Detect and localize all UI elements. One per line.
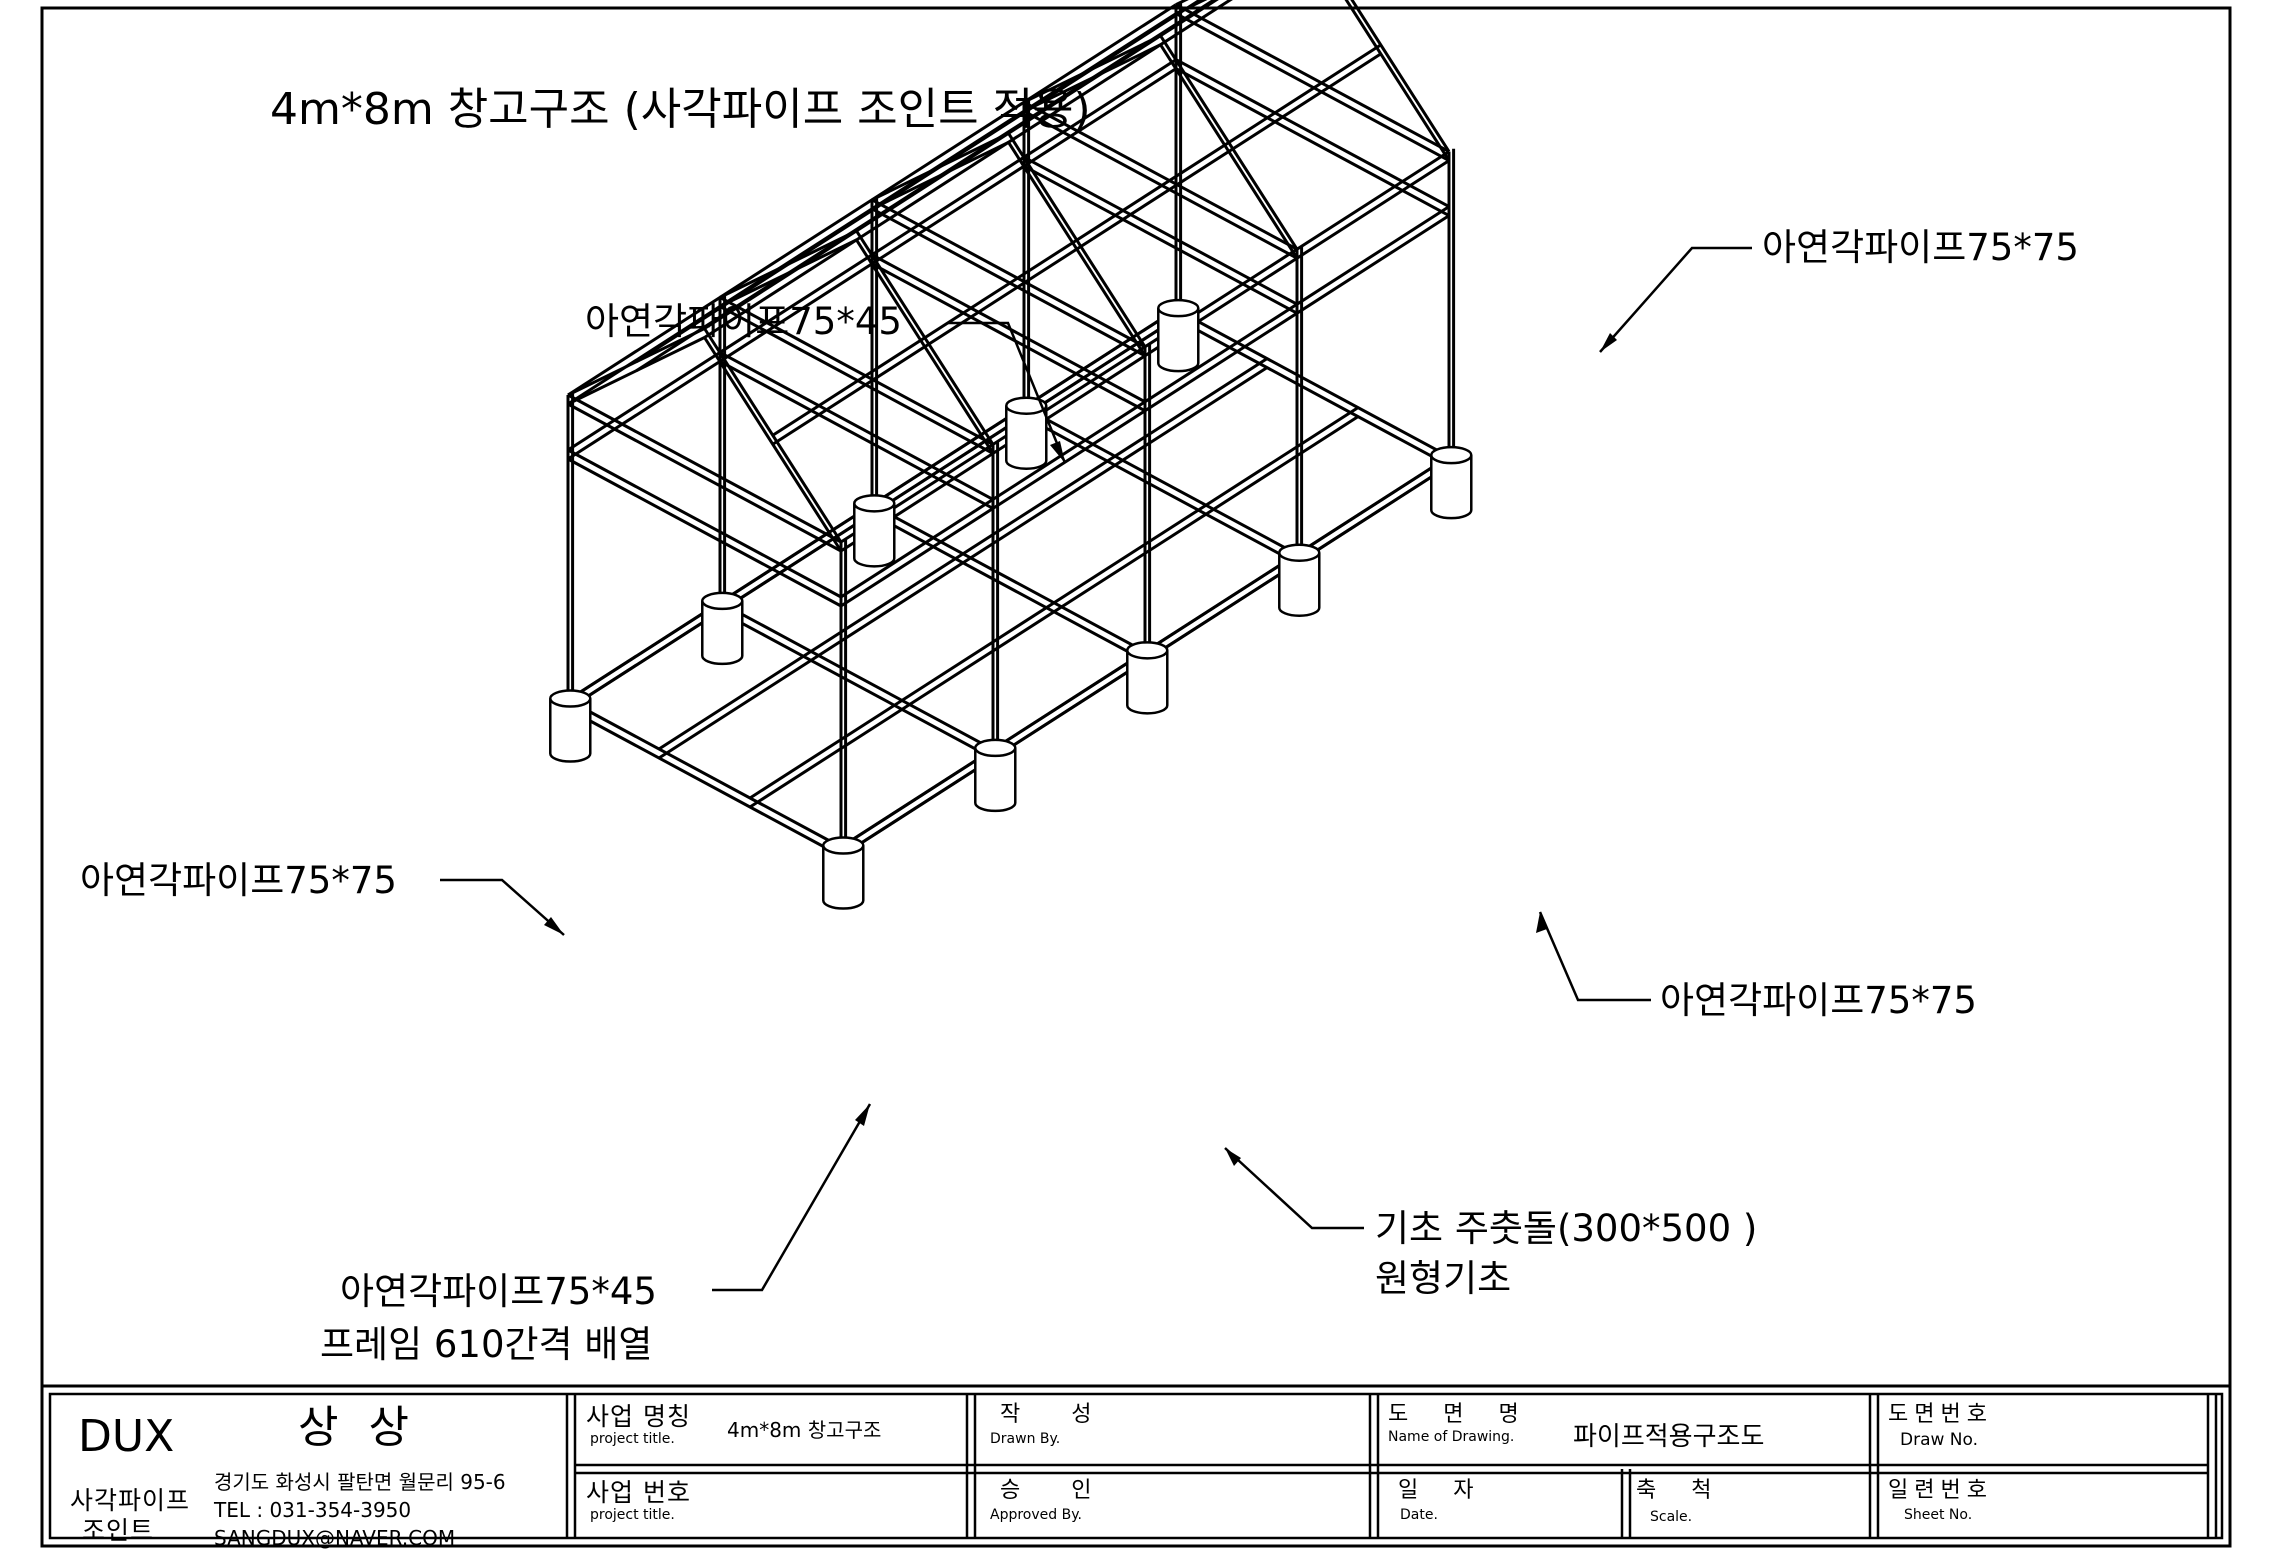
base-cross-beam bbox=[719, 610, 994, 760]
draw-no-sub: Draw No. bbox=[1900, 1430, 1979, 1450]
girt bbox=[1175, 67, 1450, 217]
drawing-name-sub: Name of Drawing. bbox=[1388, 1429, 1515, 1445]
title-block-grid bbox=[565, 1394, 2218, 1538]
callout-right: 아연각파이프75*75 bbox=[1660, 979, 1977, 1022]
footing-stone bbox=[1126, 641, 1169, 715]
scale-label: 축 척 bbox=[1636, 1478, 1726, 1503]
outer-border bbox=[40, 6, 2232, 1548]
rafter bbox=[703, 336, 843, 552]
eave-beam bbox=[567, 58, 1177, 452]
date-label: 일 자 bbox=[1398, 1478, 1488, 1503]
approved-label: 승 인 bbox=[1000, 1478, 1114, 1503]
drawing-name-value: 파이프적용구조도 bbox=[1573, 1422, 1765, 1452]
top-cross-beam bbox=[1175, 3, 1450, 153]
purlin bbox=[771, 52, 1382, 446]
company-name: 상 상 bbox=[298, 1402, 417, 1453]
eave-beam bbox=[840, 214, 1450, 608]
footing-stone bbox=[974, 738, 1017, 813]
footing-stone bbox=[549, 689, 592, 763]
approved-sub: Approved By. bbox=[990, 1507, 1082, 1523]
base-cross-beam bbox=[567, 707, 842, 858]
company-address: 경기도 화성시 팔탄면 월문리 95-6 bbox=[214, 1470, 506, 1494]
draw-no-label: 도면번호 bbox=[1888, 1402, 1993, 1427]
drawn-sub: Drawn By. bbox=[990, 1431, 1061, 1447]
company-product-1: 사각파이프 bbox=[70, 1486, 191, 1515]
girt bbox=[567, 448, 842, 599]
base-cross-beam bbox=[567, 698, 842, 849]
project-no-sub: project title. bbox=[590, 1507, 675, 1523]
purlin bbox=[771, 43, 1382, 437]
footing-stone bbox=[1278, 543, 1321, 617]
callout-bottom-left-2: 프레임 610간격 배열 bbox=[320, 1323, 653, 1366]
eave-beam bbox=[567, 67, 1177, 461]
callout-top-right: 아연각파이프75*75 bbox=[1762, 226, 2079, 269]
warehouse-structure bbox=[566, 0, 1456, 858]
project-no-label: 사업 번호 bbox=[586, 1478, 691, 1507]
callout-footing-2: 원형기초 bbox=[1375, 1257, 1512, 1300]
footing-stone bbox=[1430, 445, 1473, 520]
purlin bbox=[703, 0, 1233, 339]
base-cross-beam bbox=[1175, 317, 1450, 467]
rafter bbox=[1344, 0, 1451, 162]
sheet-no-label: 일련번호 bbox=[1888, 1478, 1993, 1503]
girt bbox=[871, 262, 1146, 413]
callout-left: 아연각파이프75*75 bbox=[80, 859, 397, 902]
date-sub: Date. bbox=[1400, 1507, 1438, 1523]
base-cross-beam bbox=[1175, 308, 1450, 458]
project-name-value: 4m*8m 창고구조 bbox=[727, 1418, 882, 1442]
base-cross-beam bbox=[871, 512, 1146, 663]
girt bbox=[1023, 164, 1298, 315]
footing-stones bbox=[549, 298, 1473, 910]
rafter bbox=[1175, 0, 1208, 15]
purlin bbox=[635, 0, 1203, 364]
project-name-sub: project title. bbox=[590, 1431, 675, 1447]
footing-stone bbox=[822, 836, 865, 910]
eave-beam bbox=[567, 3, 1177, 397]
eave-beam bbox=[840, 205, 1450, 599]
girt bbox=[567, 457, 842, 608]
drawn-label: 작 성 bbox=[1000, 1402, 1114, 1427]
company-email: SANGDUX@NAVER.COM bbox=[214, 1526, 456, 1550]
purlin bbox=[635, 0, 1217, 373]
rafter bbox=[567, 336, 706, 406]
footing-stone bbox=[1005, 396, 1048, 470]
base-cross-beam bbox=[871, 503, 1146, 654]
callout-bottom-left-1: 아연각파이프75*45 bbox=[340, 1270, 657, 1313]
footing-stone bbox=[853, 494, 896, 568]
girt bbox=[719, 360, 994, 510]
drawing-title: 4m*8m 창고구조 (사각파이프 조인트 적용) bbox=[270, 84, 1091, 135]
eave-beam bbox=[840, 159, 1450, 553]
base-cross-beam bbox=[1023, 405, 1298, 556]
eave-beam bbox=[840, 150, 1450, 544]
callout-top-middle: 아연각파이프75*45 bbox=[585, 300, 902, 343]
footing-stone bbox=[701, 591, 744, 666]
drawing-name-label: 도 면 명 bbox=[1388, 1402, 1533, 1427]
scale-sub: Scale. bbox=[1650, 1509, 1693, 1525]
callout-footing-1: 기초 주춧돌(300*500 ) bbox=[1375, 1207, 1758, 1250]
company-product-2: 조인트 bbox=[82, 1516, 155, 1545]
arrow-heads bbox=[544, 333, 1617, 1166]
footing-stone bbox=[1157, 298, 1200, 373]
leader-lines bbox=[440, 246, 1752, 1292]
company-brand: DUX bbox=[78, 1411, 175, 1462]
title-block-frame bbox=[48, 1392, 2224, 1540]
sheet-no-sub: Sheet No. bbox=[1904, 1507, 1973, 1523]
base-cross-beam bbox=[719, 601, 994, 751]
base-cross-beam bbox=[1023, 414, 1298, 565]
company-tel: TEL : 031-354-3950 bbox=[214, 1498, 412, 1522]
project-name-label: 사업 명칭 bbox=[586, 1402, 691, 1431]
